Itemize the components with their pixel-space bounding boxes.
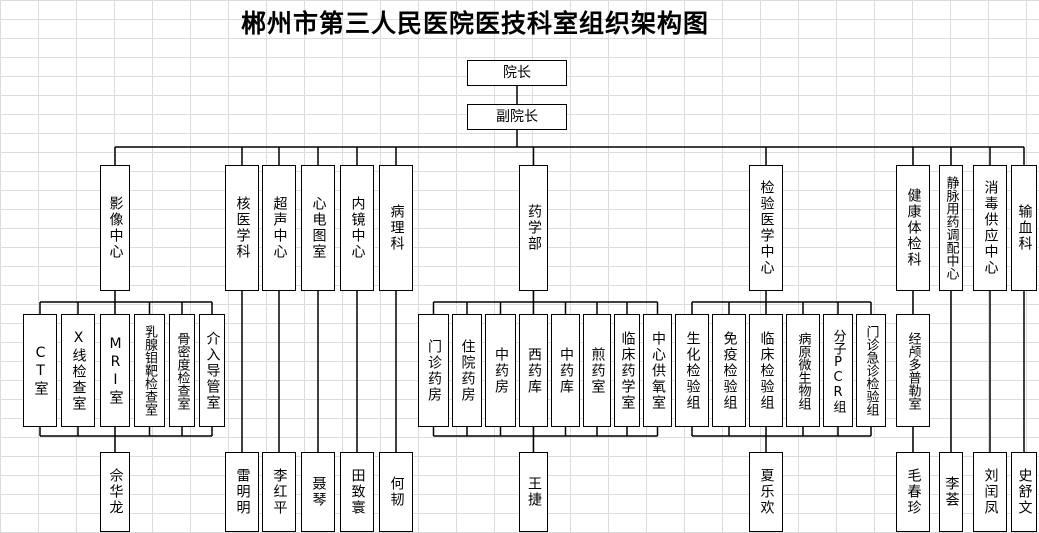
chart-title: 郴州市第三人民医院医技科室组织架构图 [240, 9, 709, 38]
department-box-label: 超声中心 [271, 196, 288, 260]
department-box-label: 输血科 [1016, 204, 1033, 252]
subunit-box-label: 介入导管室 [204, 330, 221, 411]
department-box[interactable]: 病理科 [379, 165, 413, 291]
subunit-box[interactable]: 中心供氧室 [643, 314, 672, 427]
subunit-box[interactable]: 生化检验组 [675, 314, 709, 427]
subunit-box[interactable]: 病原微生物组 [786, 314, 820, 427]
subunit-box[interactable]: X线检查室 [61, 314, 95, 427]
head-name-box[interactable]: 聂琴 [301, 452, 335, 532]
department-box[interactable]: 心电图室 [301, 165, 335, 291]
department-box[interactable]: 消毒供应中心 [973, 165, 1007, 291]
head-name-box[interactable]: 夏乐欢 [749, 452, 783, 532]
subunit-box[interactable]: 中药房 [485, 314, 516, 427]
head-name-box-label: 李荟 [943, 476, 960, 508]
subunit-box[interactable]: CT室 [23, 314, 57, 427]
subunit-box-label: 生化检验组 [684, 330, 701, 411]
department-box[interactable]: 检验医学中心 [749, 165, 783, 291]
department-box-label: 检验医学中心 [758, 180, 775, 276]
subunit-box[interactable]: 免疫检验组 [712, 314, 746, 427]
head-name-box[interactable]: 史舒文 [1011, 452, 1037, 532]
head-name-box[interactable]: 田致寰 [340, 452, 374, 532]
head-name-box[interactable]: 佘华龙 [100, 452, 130, 532]
deputy-director-box-label: 副院长 [496, 108, 538, 125]
head-name-box-label: 雷明明 [234, 468, 251, 516]
head-name-box-label: 李红平 [271, 468, 288, 516]
department-box[interactable]: 药学部 [519, 165, 548, 291]
subunit-box-label: 门诊急诊检验组 [863, 325, 879, 416]
subunit-box-label: 乳腺钼靶检查室 [142, 325, 157, 416]
subunit-box-label: 骨密度检查室 [174, 331, 190, 410]
subunit-box[interactable]: 分子PCR组 [823, 314, 853, 427]
department-box[interactable]: 输血科 [1011, 165, 1037, 291]
head-name-box-label: 王捷 [526, 476, 542, 508]
head-name-box-label: 夏乐欢 [758, 468, 775, 516]
department-box[interactable]: 静脉用药调配中心 [939, 165, 963, 291]
subunit-box-label: 住院药房 [459, 338, 476, 403]
subunit-box-label: CT室 [32, 344, 49, 397]
subunit-box-label: 临床检验组 [758, 330, 775, 411]
subunit-box-label: 分子PCR组 [830, 328, 846, 413]
head-name-box-label: 田致寰 [349, 468, 366, 516]
subunit-box[interactable]: 住院药房 [452, 314, 482, 427]
head-name-box-label: 毛春珍 [905, 468, 922, 516]
head-name-box[interactable]: 王捷 [519, 452, 548, 532]
department-box-label: 内镜中心 [349, 196, 366, 260]
subunit-box[interactable]: 西药库 [519, 314, 548, 427]
subunit-box-label: 中药库 [558, 346, 574, 395]
subunit-box[interactable]: 经颅多普勒室 [896, 314, 930, 427]
subunit-box-label: 煎药室 [589, 346, 606, 395]
subunit-box[interactable]: MRI室 [100, 314, 130, 427]
subunit-box[interactable]: 煎药室 [583, 314, 611, 427]
subunit-box-label: X线检查室 [70, 329, 87, 412]
department-box-label: 核医学科 [234, 196, 251, 260]
subunit-box[interactable]: 乳腺钼靶检查室 [134, 314, 165, 427]
subunit-box[interactable]: 门诊药房 [418, 314, 449, 427]
department-box-label: 静脉用药调配中心 [943, 176, 959, 280]
department-box[interactable]: 超声中心 [262, 165, 296, 291]
subunit-box[interactable]: 临床检验组 [749, 314, 783, 427]
department-box-label: 影像中心 [107, 196, 124, 260]
department-box-label: 健康体检科 [905, 188, 922, 268]
department-box[interactable]: 健康体检科 [896, 165, 930, 291]
subunit-box-label: 病原微生物组 [795, 331, 811, 410]
subunit-box-label: 西药库 [526, 346, 542, 395]
subunit-box[interactable]: 临床药学室 [614, 314, 640, 427]
subunit-box-label: 中药房 [493, 346, 509, 395]
subunit-box[interactable]: 中药库 [551, 314, 580, 427]
head-name-box[interactable]: 李荟 [939, 452, 963, 532]
head-name-box-label: 聂琴 [310, 476, 327, 508]
head-name-box[interactable]: 雷明明 [225, 452, 259, 532]
department-box[interactable]: 核医学科 [225, 165, 259, 291]
subunit-box-label: 中心供氧室 [650, 330, 666, 411]
director-box[interactable]: 院长 [467, 60, 567, 86]
subunit-box-label: 免疫检验组 [721, 330, 738, 411]
department-box-label: 病理科 [388, 204, 405, 252]
head-name-box[interactable]: 李红平 [262, 452, 296, 532]
subunit-box[interactable]: 门诊急诊检验组 [856, 314, 886, 427]
head-name-box-label: 史舒文 [1016, 468, 1033, 516]
subunit-box-label: 经颅多普勒室 [905, 331, 921, 410]
subunit-box-label: MRI室 [107, 335, 124, 406]
head-name-box-label: 刘闰凤 [982, 468, 999, 516]
head-name-box-label: 何韧 [388, 476, 405, 508]
deputy-director-box[interactable]: 副院长 [467, 104, 567, 130]
department-box-label: 心电图室 [310, 196, 327, 260]
head-name-box[interactable]: 何韧 [379, 452, 413, 532]
department-box-label: 消毒供应中心 [982, 180, 999, 276]
director-box-label: 院长 [503, 64, 531, 81]
subunit-box[interactable]: 骨密度检查室 [169, 314, 195, 427]
department-box[interactable]: 内镜中心 [340, 165, 374, 291]
department-box[interactable]: 影像中心 [100, 165, 130, 291]
head-name-box[interactable]: 刘闰凤 [973, 452, 1007, 532]
head-name-box[interactable]: 毛春珍 [896, 452, 930, 532]
subunit-box-label: 临床药学室 [619, 330, 636, 411]
head-name-box-label: 佘华龙 [107, 468, 124, 516]
subunit-box[interactable]: 介入导管室 [199, 314, 225, 427]
department-box-label: 药学部 [526, 204, 542, 252]
subunit-box-label: 门诊药房 [426, 338, 442, 403]
